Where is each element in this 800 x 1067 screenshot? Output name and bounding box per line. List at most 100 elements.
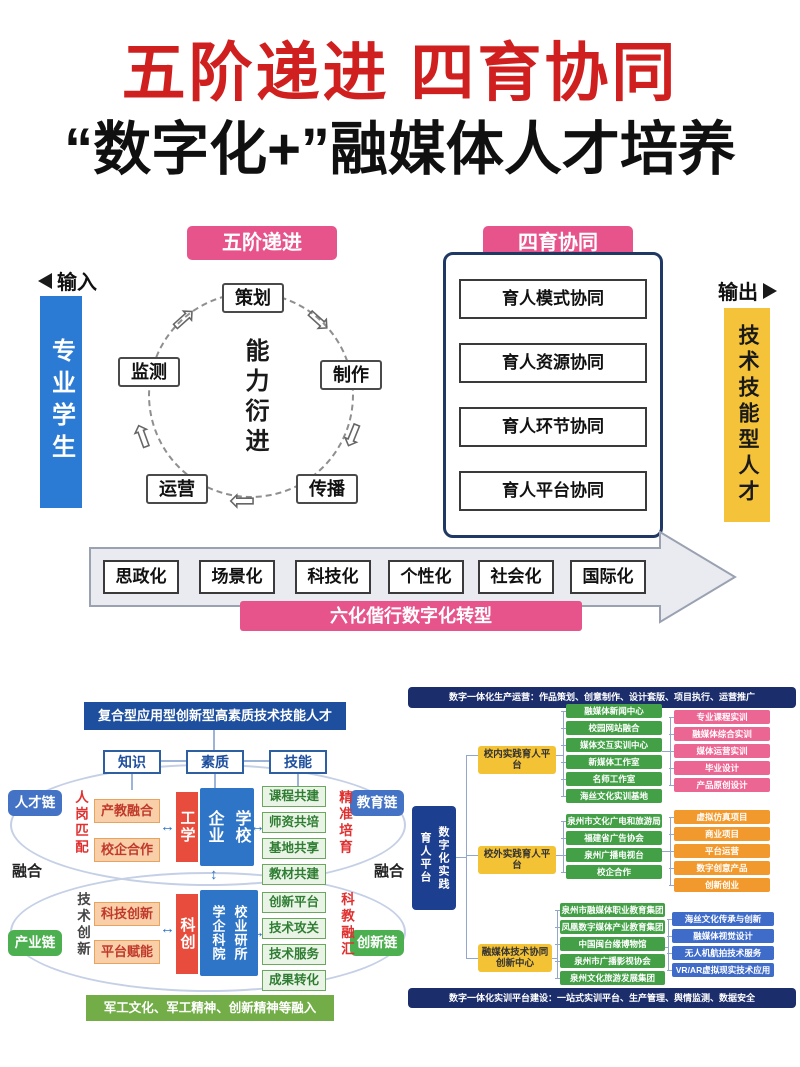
transformation-item: 个性化 [388, 560, 464, 594]
off-campus-outcome-list: 虚拟仿真项目 商业项目 平台运营 数字创意产品 创新创业 [669, 810, 770, 892]
outcome-item: VR/AR虚拟现实技术应用 [667, 963, 774, 977]
outcome-item: 融媒体综合实训 [669, 727, 770, 741]
side-text-job-match: 人岗匹配 [73, 790, 88, 856]
on-campus-outcome-list: 专业课程实训 融媒体综合实训 媒体运营实训 毕业设计 产品原创设计 [669, 710, 770, 792]
outcome-item: 数字创意产品 [669, 861, 770, 875]
production-banner: 数字一体化生产运营：作品策划、创意制作、设计套版、项目执行、运营推广 [408, 687, 796, 708]
tech-research: 技术攻关 [262, 918, 326, 939]
talent-goal-header: 复合型应用型创新型高素质技术技能人才 [84, 702, 346, 730]
org-item: 泉州市文化广电和旅游局 [561, 814, 662, 828]
connector-line [556, 855, 563, 856]
co-share-base: 基地共享 [262, 838, 326, 859]
connector-line [556, 755, 563, 756]
root-col: 数字化实践 [437, 825, 449, 891]
co-train-teacher: 师资共培 [262, 812, 326, 833]
chain-education: 教育链 [350, 790, 404, 816]
side-text-tech-innovation: 技术创新 [75, 892, 90, 958]
school-enterprise-box: 校企合作 [94, 838, 160, 862]
cycle-arrow-icon: ⇨ [331, 416, 376, 456]
org-item: 泉州广播电视台 [561, 848, 662, 862]
input-label-text: 输入 [57, 272, 97, 294]
transformation-banner: 六化偕行数字化转型 [240, 601, 582, 631]
right-arrow-icon [763, 282, 777, 299]
swap-arrow-icon: ↔ [250, 924, 265, 941]
badge-five-stage: 五阶递进 [187, 226, 337, 260]
outcome-item: 产品原创设计 [669, 778, 770, 792]
synergy-item: 育人模式协同 [459, 279, 647, 319]
transformation-item: 科技化 [295, 560, 371, 594]
work-study-label: 工学 [176, 792, 198, 862]
innovation-platform: 创新平台 [262, 892, 326, 913]
on-campus-org-list: 融媒体新闻中心 校园网站融合 媒体交互实训中心 新媒体工作室 名师工作室 海丝文… [561, 704, 662, 803]
co-build-textbook: 教材共建 [262, 864, 326, 885]
input-bar: 专业学生 [40, 296, 82, 508]
cycle-arrow-icon: ⇨ [228, 484, 255, 520]
input-label: 输入 [38, 266, 97, 295]
swap-arrow-icon: ↔ [160, 818, 175, 835]
outcome-item: 融媒体视觉设计 [667, 929, 774, 943]
org-item: 校企合作 [561, 865, 662, 879]
swap-arrow-icon: ↕ [210, 866, 218, 883]
military-culture-banner: 军工文化、军工精神、创新精神等融入 [86, 995, 334, 1021]
fuse-label-right: 融合 [374, 863, 405, 880]
org-item: 凤凰数字媒体产业教育集团 [555, 920, 665, 934]
synergy-item: 育人环节协同 [459, 407, 647, 447]
cycle-arrow-icon: ⇨ [119, 417, 163, 455]
connector-line [563, 711, 564, 797]
connector-line [467, 755, 478, 756]
chain-talent: 人才链 [8, 790, 62, 816]
cycle-center-label: 能力衍进 [241, 338, 268, 458]
org-item: 新媒体工作室 [561, 755, 662, 769]
org-item: 泉州市融媒体职业教育集团 [555, 903, 665, 917]
cycle-step-produce: 制作 [320, 360, 382, 390]
cycle-step-plan: 策划 [222, 283, 284, 313]
main-title: 五阶递进 四育协同 [121, 37, 679, 109]
enterprise-school-box: 企业 学校 [200, 788, 254, 866]
transformation-item: 场景化 [199, 560, 275, 594]
cycle-step-spread: 传播 [296, 474, 358, 504]
col-right: 校业研所 [232, 905, 248, 961]
side-text-precise-cultivation: 精准培育 [337, 790, 352, 856]
org-item: 中国闽台缘博物馆 [555, 937, 665, 951]
col-enterprise: 企业 [205, 810, 223, 844]
co-build-course: 课程共建 [262, 786, 326, 807]
branch-on-campus: 校内实践育人平台 [478, 746, 556, 774]
synergy-item: 育人平台协同 [459, 471, 647, 511]
digital-practice-root: 数字化实践 育人平台 [412, 806, 456, 910]
swap-arrow-icon: ↔ [160, 920, 175, 937]
connector-line [662, 751, 670, 752]
org-item: 泉州文化旅游发展集团 [555, 971, 665, 985]
org-item: 海丝文化实训基地 [561, 789, 662, 803]
left-arrow-icon [38, 272, 52, 289]
root-col: 育人平台 [419, 832, 431, 884]
transformation-item: 国际化 [570, 560, 646, 594]
connector-line [563, 821, 564, 873]
chain-innovation: 创新链 [350, 930, 404, 956]
sub-title: “数字化+”融媒体人才培养 [64, 117, 736, 182]
industry-education-box: 产教融合 [94, 799, 160, 823]
connector-line [467, 855, 478, 856]
ksq-knowledge: 知识 [103, 750, 161, 774]
outcome-item: 海丝文化传承与创新 [667, 912, 774, 926]
org-item: 福建省广告协会 [561, 831, 662, 845]
connector-line [662, 851, 670, 852]
outcome-item: 虚拟仿真项目 [669, 810, 770, 824]
sci-innovation-label: 科创 [176, 894, 198, 974]
platform-enable-box: 平台赋能 [94, 940, 160, 964]
connector-line [213, 730, 215, 750]
transformation-item: 思政化 [103, 560, 179, 594]
org-item: 融媒体新闻中心 [561, 704, 662, 718]
org-item: 泉州市广播影视协会 [555, 954, 665, 968]
cycle-step-monitor: 监测 [118, 357, 180, 387]
col-school: 学校 [232, 810, 250, 844]
connector-line [668, 919, 669, 971]
synergy-panel: 育人模式协同 育人资源协同 育人环节协同 育人平台协同 [443, 252, 663, 538]
tech-service: 技术服务 [262, 944, 326, 965]
outcome-item: 商业项目 [669, 827, 770, 841]
synergy-item: 育人资源协同 [459, 343, 647, 383]
col-left: 学企科院 [210, 905, 226, 961]
transformation-item: 社会化 [478, 560, 554, 594]
connector-line [297, 774, 299, 790]
connector-line [214, 774, 216, 790]
output-label-text: 输出 [718, 282, 758, 304]
